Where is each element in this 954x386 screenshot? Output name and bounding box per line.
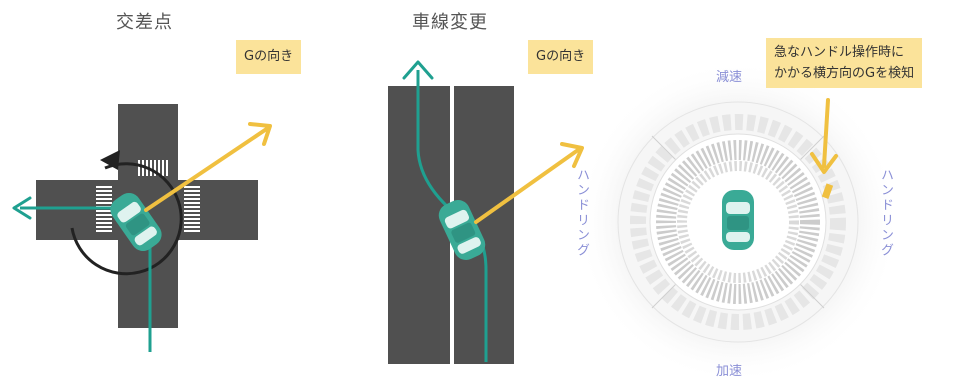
intersection-title: 交差点 bbox=[116, 12, 173, 33]
lane-change-g-label: Gの向き bbox=[528, 40, 594, 74]
g-arrowhead bbox=[248, 122, 272, 146]
note-line: かかる横方向のGを検知 bbox=[774, 66, 915, 81]
g-direction-arrow bbox=[144, 126, 270, 212]
rotation-arrowhead bbox=[100, 150, 120, 170]
intersection-panel bbox=[12, 104, 272, 352]
lane-change-panel bbox=[388, 60, 584, 364]
detection-note: 急なハンドル操作時に かかる横方向のGを検知 bbox=[766, 38, 923, 88]
handling-right-label: ハンドリング bbox=[878, 168, 893, 258]
decelerate-label: 減速 bbox=[716, 70, 743, 85]
crosswalk bbox=[96, 160, 200, 232]
note-line: 急なハンドル操作時に bbox=[774, 45, 905, 60]
turn-arrowhead bbox=[12, 196, 32, 220]
rotation-arc bbox=[70, 162, 183, 276]
gauge-tick-ring bbox=[656, 140, 820, 304]
car-icon bbox=[722, 190, 754, 250]
g-arrowhead bbox=[560, 142, 584, 168]
g-direction-arrow bbox=[474, 148, 580, 224]
accelerate-label: 加速 bbox=[716, 364, 743, 379]
lane-change-title: 車線変更 bbox=[412, 12, 488, 33]
g-indicator bbox=[821, 183, 834, 199]
gauge-tick-ring-inner bbox=[677, 161, 799, 283]
handling-left-label: ハンドリング bbox=[574, 168, 589, 258]
g-sensor-gauge bbox=[576, 60, 900, 384]
note-arrowhead bbox=[810, 152, 838, 174]
intersection-g-label: Gの向き bbox=[236, 40, 302, 74]
lane-arrowhead bbox=[402, 60, 434, 80]
note-arrow bbox=[822, 98, 830, 168]
